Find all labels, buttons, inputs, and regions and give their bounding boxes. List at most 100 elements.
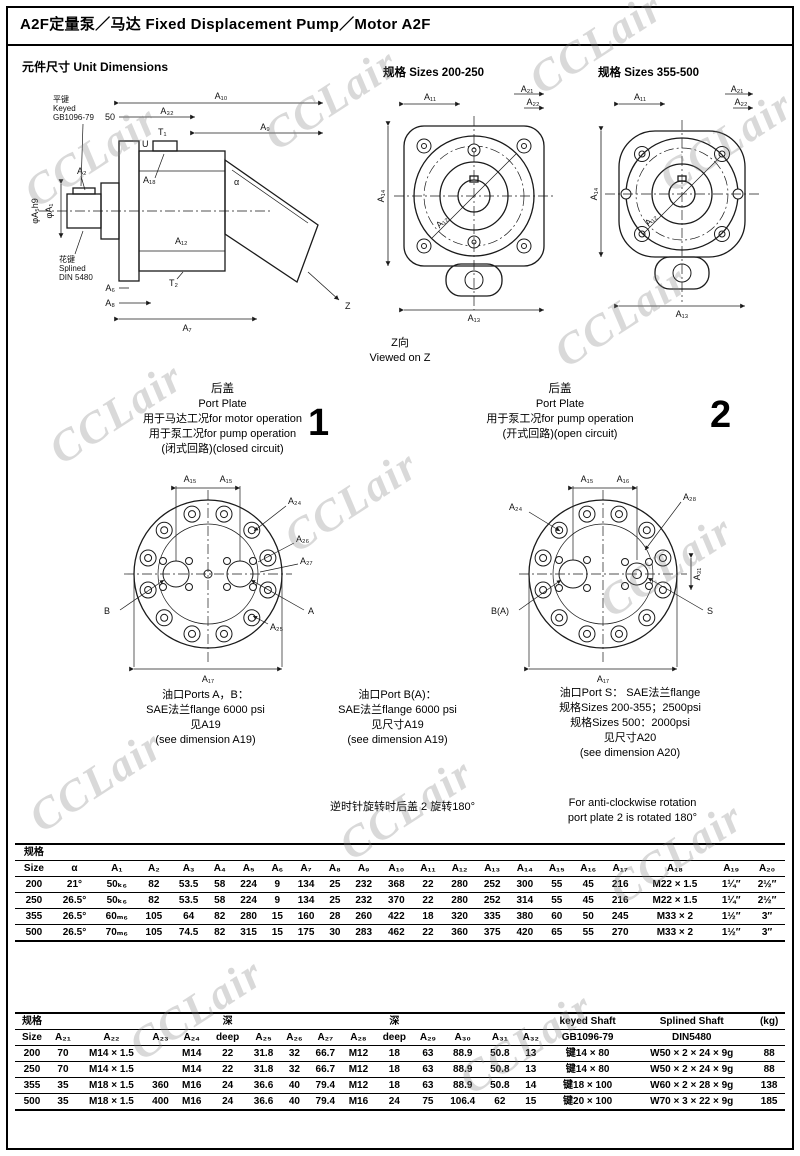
table-header-cell: A₂₁ <box>48 1029 77 1046</box>
dim-label-t2: T₂ <box>169 278 178 288</box>
table-header-cell: A₂₅ <box>246 1029 281 1046</box>
table-cell: 422 <box>380 908 413 925</box>
table-cell: 300 <box>508 876 542 893</box>
port-label-b: B <box>104 606 110 616</box>
dim-label-t1: T₁ <box>158 127 167 137</box>
side-view-dimensions: A₁₀ 50 A₃₂ A₉ U T₁ A₁₈ α A₂ φA₅h9 φA₁ A₁… <box>30 91 323 333</box>
table-cell: 1½″ <box>713 908 750 925</box>
table-cell: 315 <box>240 927 257 938</box>
port-plate-2-note: 后盖 Port Plate 用于泵工况for pump operation (开… <box>455 382 665 442</box>
table-header-cell <box>475 844 509 861</box>
table-cell: 420 <box>516 927 534 938</box>
table-cell: 22 <box>208 1045 247 1062</box>
table-header-cell <box>322 844 348 861</box>
table-cell: 252 <box>475 892 509 909</box>
keyed-label-en: Keyed <box>53 104 76 113</box>
table-header-cell: A₄ <box>207 860 233 877</box>
table-cell: 15 <box>525 1096 537 1107</box>
dim-label-a25: A₂₅ <box>270 622 283 632</box>
table-cell: 216 <box>603 892 637 909</box>
table-header-cell <box>749 844 785 861</box>
table-header-cell: 规格 <box>15 1013 49 1030</box>
dim-label-a21: A₂₁ <box>521 84 534 94</box>
table-cell: 50 <box>572 908 604 925</box>
splined-label-std: DIN 5480 <box>59 273 93 282</box>
table-cell: 360 <box>451 927 468 938</box>
table-header-cell: A₂₈ <box>341 1029 376 1046</box>
table-header-cell: A₁₁ <box>412 860 444 877</box>
table-cell: 82 <box>214 927 226 938</box>
table-cell: 22 <box>412 876 444 893</box>
port-plate-dimensions: A₁₅ A₁₅ A₂₄ A₂₆ A₂₇ A₂₅ A₁₇ B A <box>104 474 314 684</box>
table-header-cell: deep <box>375 1029 414 1046</box>
table-header-cell: A₉ <box>347 860 380 877</box>
table-cell: 21° <box>52 876 97 893</box>
table-cell: 45 <box>572 892 604 909</box>
table-cell: 64 <box>170 908 208 925</box>
table-cell: M14 <box>175 1061 209 1078</box>
dim-label-a22: A₂₂ <box>527 97 540 107</box>
table-cell: 60 <box>541 908 573 925</box>
table-header-cell <box>753 1029 785 1046</box>
table-cell: W50 × 2 × 24 × 9g <box>630 1061 754 1078</box>
splined-label-en: Splined <box>59 264 86 273</box>
table-header-cell: A₈ <box>322 860 348 877</box>
table-header-cell: A₂₂ <box>76 1029 146 1046</box>
dim-label-a15-left: A₁₅ <box>184 474 197 484</box>
table-cell: W60 × 2 × 28 × 9g <box>630 1077 754 1094</box>
table-cell: 50ₖ₆ <box>96 892 138 909</box>
table-header-cell <box>442 1013 484 1030</box>
table-cell: W70 × 3 × 22 × 9g <box>650 1096 734 1107</box>
port-plate-1-drawing: A₁₅ A₁₅ A₂₄ A₂₆ A₂₇ A₂₅ A₁₇ B A <box>104 474 314 684</box>
table-header-cell <box>636 844 714 861</box>
table-header-cell: A₁₂ <box>443 860 476 877</box>
dim-label-a32: A₃₂ <box>160 106 174 116</box>
port-label-s: S <box>707 606 713 616</box>
table-cell: 31.8 <box>246 1045 281 1062</box>
table-header-cell: A₁₃ <box>475 860 509 877</box>
table-cell: 18 <box>412 908 444 925</box>
note-line: SAE法兰flange 6000 psi <box>146 704 265 716</box>
table-header-cell <box>207 844 233 861</box>
table-cell: 65 <box>551 927 563 938</box>
dim-label-a31: A₃₁ <box>692 568 702 581</box>
table-cell: 70 <box>48 1061 77 1078</box>
table-cell: 25 <box>322 876 348 893</box>
table-header-cell <box>76 1013 146 1030</box>
table-cell: 30 <box>329 927 341 938</box>
note-line: port plate 2 is rotated 180° <box>567 812 698 824</box>
table-cell: 35 <box>48 1077 77 1094</box>
table-header-cell <box>175 1013 209 1030</box>
figure-title-sizes-355-500: 规格 Sizes 355-500 <box>598 67 700 79</box>
note-line: 规格Sizes 200-355；2500psi <box>559 702 701 714</box>
port-plate-outline <box>124 490 292 662</box>
table-header-cell: A₆ <box>264 860 290 877</box>
table-cell: 106.4 <box>450 1096 476 1107</box>
table-cell: 50.8 <box>483 1061 517 1078</box>
table-cell: 250 <box>15 892 53 909</box>
table-cell: 22 <box>422 927 434 938</box>
table-cell: 25 <box>322 892 348 909</box>
table-cell: M16 <box>348 1096 369 1107</box>
dim-label-a13: A₁₃ <box>468 313 481 323</box>
table-cell: 18 <box>375 1045 414 1062</box>
table-cell: 355 <box>15 1077 49 1094</box>
table-header-cell <box>264 844 290 861</box>
table-cell: M22 × 1.5 <box>636 892 714 909</box>
table-cell: 22 <box>412 892 444 909</box>
table-cell: 26.5° <box>52 892 97 909</box>
dim-label-a17: A₁₇ <box>202 674 214 684</box>
table-header-cell <box>96 844 138 861</box>
table-cell: M18 × 1.5 <box>76 1077 146 1094</box>
table-header-cell: A₁₈ <box>636 860 714 877</box>
dim-label-a24: A₂₄ <box>509 502 522 512</box>
table-header-cell: α <box>52 860 97 877</box>
table-header-cell <box>145 1013 176 1030</box>
note-line: Port Plate <box>198 398 247 410</box>
flange-drawing-355-500: A₁₁ A₂₁ A₂₂ A₁₄ A₁₃ A₁₂ <box>589 84 759 319</box>
note-line: 油口Port B(A)： <box>358 689 437 701</box>
